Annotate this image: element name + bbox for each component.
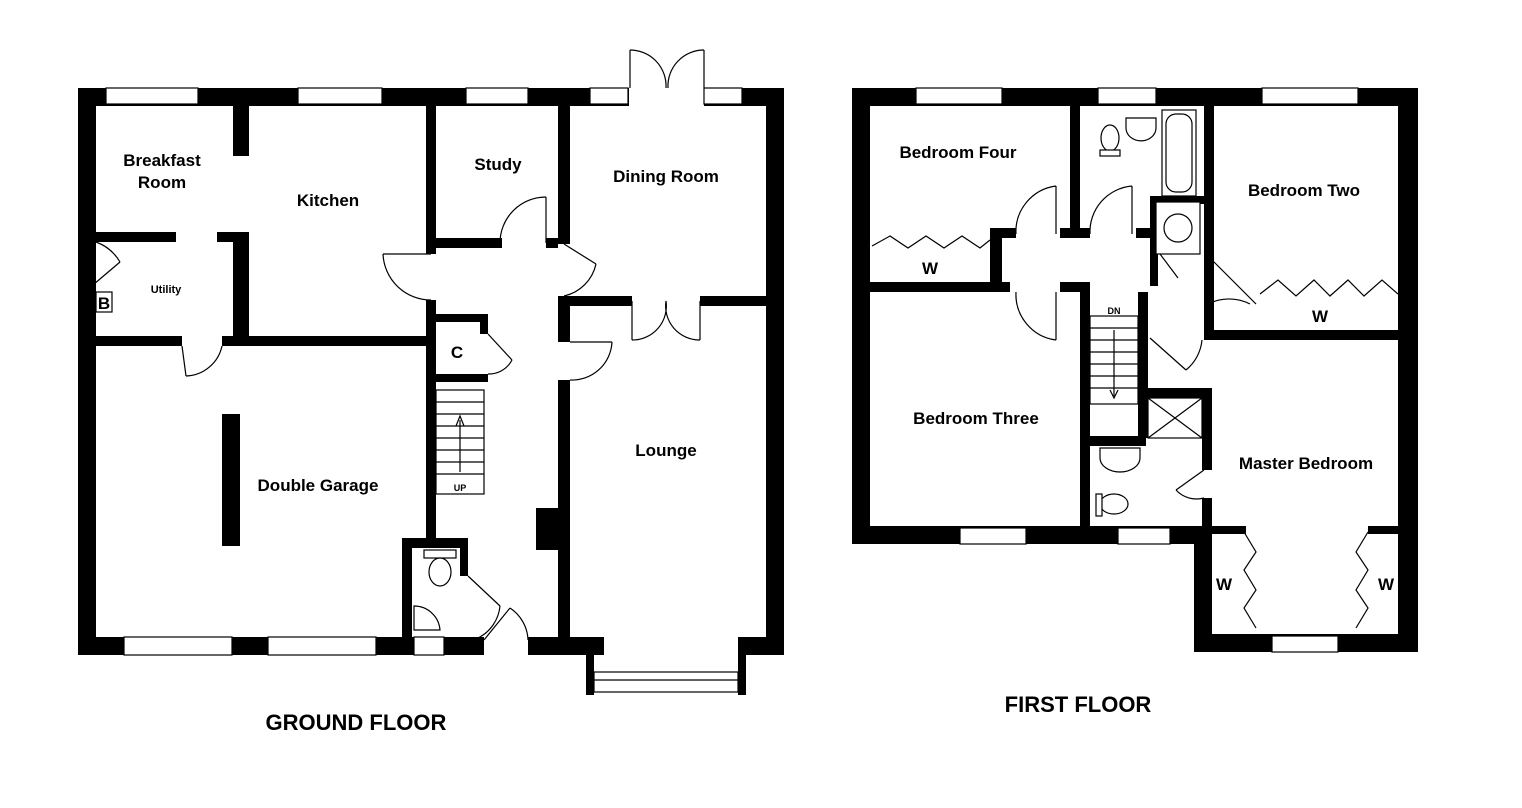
study-label: Study <box>474 155 522 174</box>
first-floor-plan: Bedroom Four Bedroom Two Bedroom Three M… <box>852 87 1418 717</box>
ground-floor-walls <box>78 88 784 695</box>
stairs-up-label: UP <box>454 483 467 493</box>
ground-floor-windows <box>105 87 743 693</box>
kitchen-label: Kitchen <box>297 191 359 210</box>
boiler-box <box>95 291 113 313</box>
bedroom-four-label: Bedroom Four <box>899 143 1016 162</box>
ground-floor-doors <box>86 49 705 641</box>
breakfast-room-label-line2: Room <box>138 173 186 192</box>
breakfast-room-label: Breakfast <box>123 151 201 170</box>
first-floor-stairs <box>1089 315 1139 405</box>
wardrobe-label-master-left: W <box>1216 575 1233 594</box>
first-floor-doors <box>1015 185 1257 500</box>
wardrobe-label-master-right: W <box>1378 575 1395 594</box>
bedroom-three-label: Bedroom Three <box>913 409 1039 428</box>
ground-floor-title: GROUND FLOOR <box>266 710 447 735</box>
first-floor-bathroom-fittings <box>1095 109 1203 517</box>
boiler-label: B <box>98 294 110 313</box>
dining-room-label: Dining Room <box>613 167 719 186</box>
utility-label: Utility <box>151 284 182 296</box>
lounge-label: Lounge <box>635 441 696 460</box>
wardrobe-label-bedroom-two: W <box>1312 307 1329 326</box>
stairs-down-label: DN <box>1108 306 1121 316</box>
first-floor-windows <box>915 87 1359 653</box>
master-bedroom-label: Master Bedroom <box>1239 454 1373 473</box>
ground-floor-plan: Breakfast Room Kitchen Study Dining Room… <box>78 49 784 735</box>
first-floor-title: FIRST FLOOR <box>1005 692 1152 717</box>
wardrobe-label-bedroom-four: W <box>922 259 939 278</box>
double-garage-label: Double Garage <box>258 476 379 495</box>
bedroom-two-label: Bedroom Two <box>1248 181 1360 200</box>
first-floor-wardrobes <box>871 235 1399 629</box>
ground-floor-wc-fittings <box>413 549 457 631</box>
cupboard-label: C <box>451 343 463 362</box>
ground-floor-stairs <box>435 389 485 495</box>
